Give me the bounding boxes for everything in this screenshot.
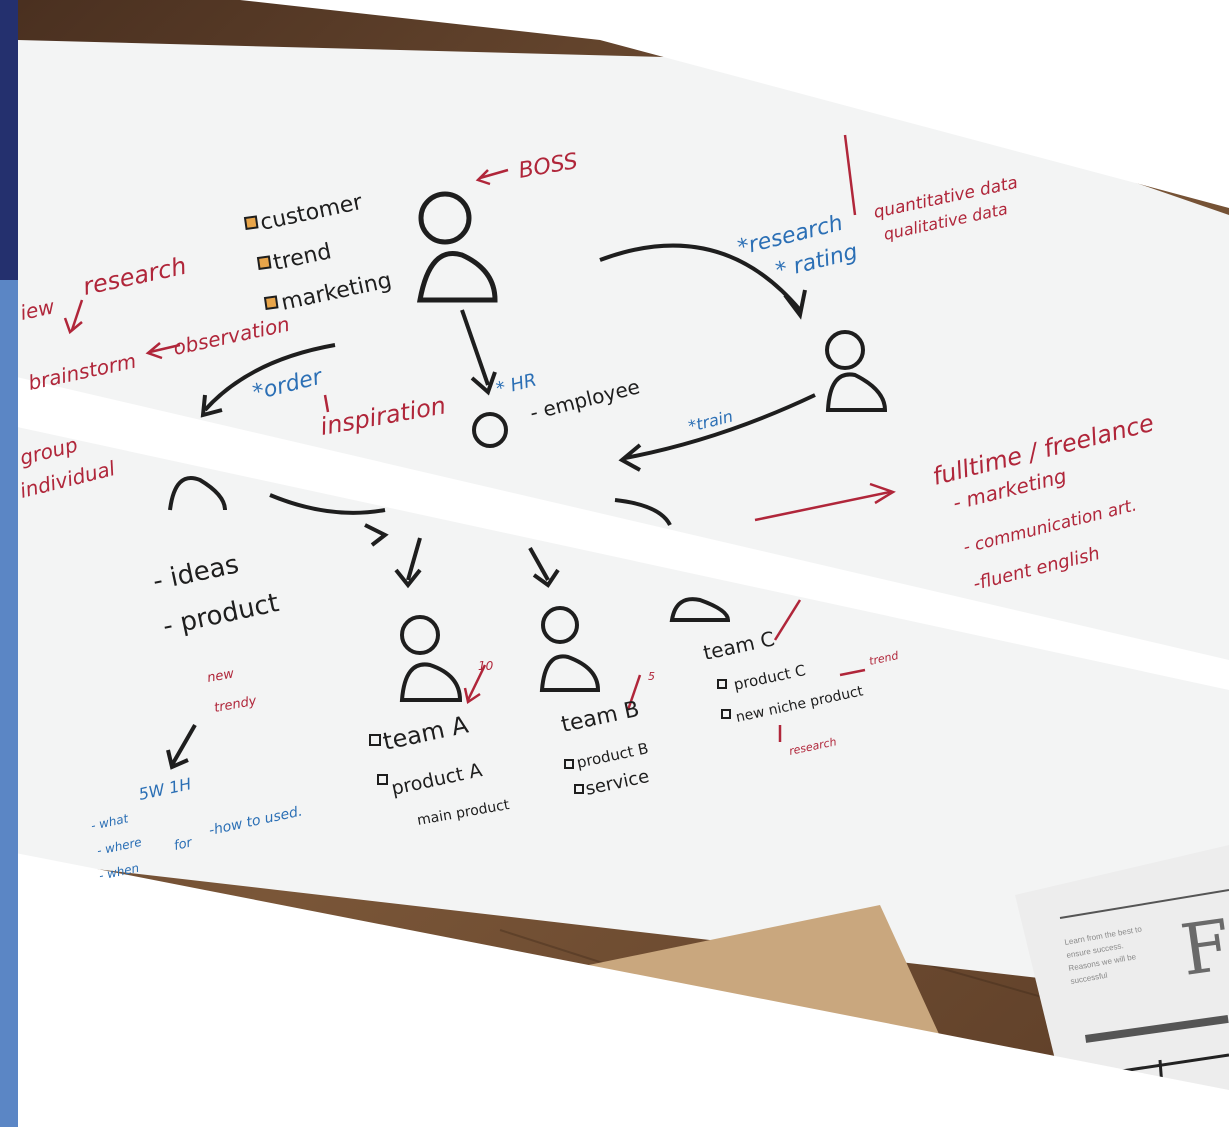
middle-white-band [8,375,1229,690]
label-new: new [206,666,235,686]
figure-employee [472,412,508,448]
figure-boss [417,191,498,303]
bottom-white-band [0,850,1229,1127]
arrow-boss-to-employee [460,309,490,386]
figure-team-c [669,597,731,622]
arrow-boss-to-right [599,243,802,312]
arrow-to-left [203,343,336,412]
accent-bar-navy [0,0,18,280]
label-trendy: trendy [213,694,258,716]
newspaper [1015,845,1229,1127]
label-for: for [173,835,195,854]
figure-team-b [539,606,601,692]
arrow-right-to-employee [624,393,816,460]
accent-bar-blue [0,280,18,1127]
label-team-a-num: 10 [478,659,494,673]
top-right-white-band [240,0,1229,208]
news-masthead: F [1176,904,1229,992]
figure-team-a [399,615,463,702]
figure-right [825,330,888,412]
figure-left [168,476,227,511]
label-trend-note: trend [868,649,901,668]
label-team-b-num: 5 [648,670,655,683]
